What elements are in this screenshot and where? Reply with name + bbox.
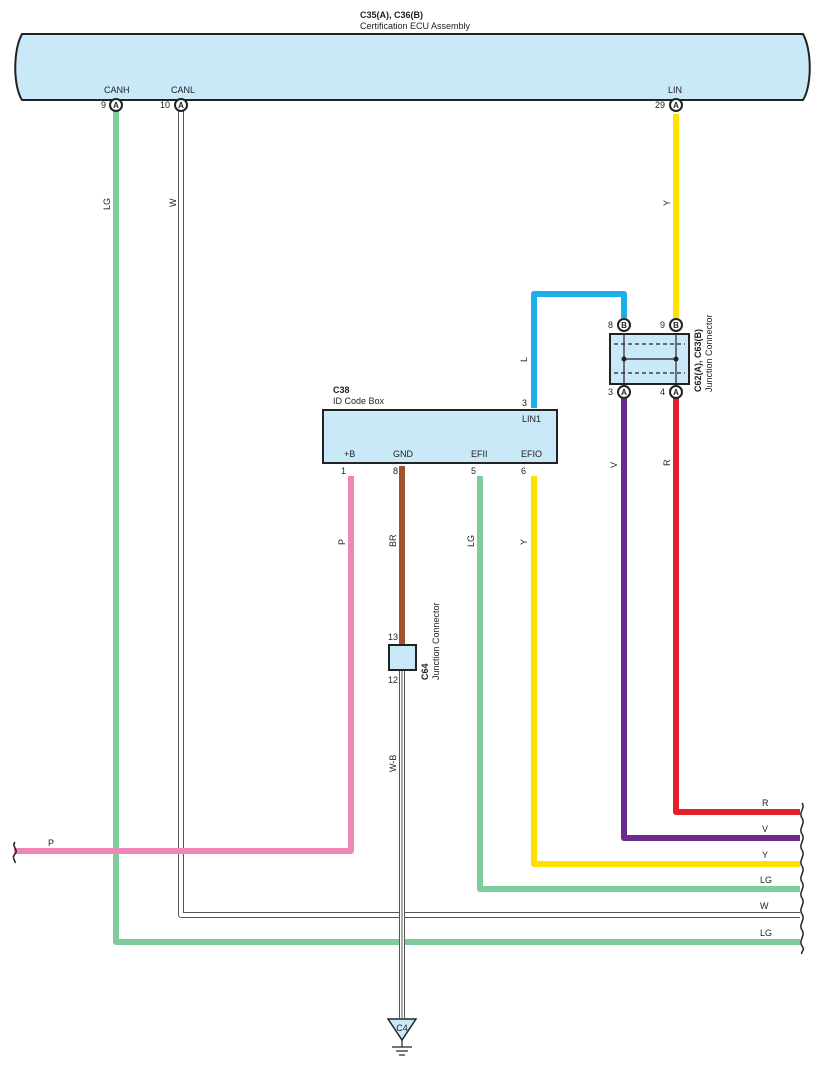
svg-text:9: 9 [101, 100, 106, 110]
ecu-body [14, 33, 811, 101]
label-efio: Y [519, 539, 529, 545]
junction-connector-c62-c63: B 8 B 9 A 3 A 4 C62(A), C63(B) Junction … [608, 314, 714, 399]
ecu-assembly: C35(A), C36(B) Certification ECU Assembl… [14, 10, 811, 101]
label-exit-r: R [762, 798, 769, 808]
ecu-terminal-lin: LIN [668, 85, 682, 95]
svg-text:A: A [621, 388, 627, 397]
label-exit-y: Y [762, 850, 768, 860]
svg-text:A: A [673, 101, 679, 110]
idbox-lin-pin: 3 [522, 398, 527, 408]
jc62-pin-4: A 4 [660, 385, 683, 399]
idbox-lin-name: LIN1 [522, 414, 541, 424]
jc62-pin-9: B 9 [660, 318, 683, 332]
label-ground: W-B [388, 755, 398, 772]
svg-text:A: A [178, 101, 184, 110]
wire-jc-v [621, 398, 800, 841]
idbox-pin-8: 8 [393, 466, 398, 476]
label-canh: LG [102, 198, 112, 210]
label-efii: LG [466, 535, 476, 547]
idbox-pin-5: 5 [471, 466, 476, 476]
idbox-terminal-plusb: +B [344, 449, 355, 459]
label-lin: Y [662, 200, 672, 206]
id-code-box-body [322, 409, 558, 464]
ecu-terminal-canl: CANL [171, 85, 195, 95]
wire-lin1-l [531, 291, 627, 408]
label-exit-w: W [760, 901, 769, 911]
ecu-pins: A 9 A 10 A 29 [101, 98, 683, 112]
wire-efio-y [531, 476, 800, 867]
pin-lin: A 29 [655, 98, 683, 112]
idbox-terminal-efio: EFIO [521, 449, 542, 459]
label-exit-v: V [762, 824, 768, 834]
svg-text:29: 29 [655, 100, 665, 110]
ecu-code: C35(A), C36(B) [360, 10, 423, 20]
jc64-body [388, 644, 417, 671]
jc64-code: C64 [420, 663, 430, 680]
label-jc-v: V [609, 462, 619, 468]
svg-text:10: 10 [160, 100, 170, 110]
idbox-pin-1: 1 [341, 466, 346, 476]
wire-jc-r [673, 398, 800, 815]
wire-canl-w-outline [178, 104, 800, 918]
jc64-pin-in: 13 [388, 632, 398, 642]
ground-c4: C4 [386, 1018, 418, 1056]
label-jc-r: R [662, 459, 672, 466]
id-code-box: C38 ID Code Box 3 LIN1 +B GND EFII EFIO … [322, 385, 558, 476]
wire-efii-lg [477, 476, 800, 892]
idbox-terminal-efii: EFII [471, 449, 488, 459]
jc62-name: Junction Connector [704, 314, 714, 392]
wires [14, 104, 800, 1018]
svg-text:B: B [673, 321, 679, 330]
ecu-terminal-canh: CANH [104, 85, 130, 95]
jc62-pin-8: B 8 [608, 318, 631, 332]
break-right [800, 802, 805, 955]
label-exit-lg1: LG [760, 875, 772, 885]
idbox-pin-6: 6 [521, 466, 526, 476]
label-plusb: P [337, 539, 347, 545]
jc64-name: Junction Connector [431, 602, 441, 680]
wire-labels: LG W Y L V R P BR LG Y W-B P R V Y LG W … [48, 198, 772, 938]
svg-text:A: A [673, 388, 679, 397]
jc62-code: C62(A), C63(B) [693, 329, 703, 392]
label-left-p: P [48, 838, 54, 848]
label-canl: W [168, 198, 178, 207]
pin-canl: A 10 [160, 98, 188, 112]
ground-triangle [386, 1018, 418, 1042]
label-gnd: BR [388, 534, 398, 547]
continuation-breaks [12, 802, 805, 955]
svg-text:4: 4 [660, 387, 665, 397]
svg-text:9: 9 [660, 320, 665, 330]
label-exit-lg2: LG [760, 928, 772, 938]
jc64-pin-out: 12 [388, 675, 398, 685]
wire-canh-lg [113, 104, 800, 945]
pin-canh: A 9 [101, 98, 123, 112]
wire-canl-w [179, 104, 800, 917]
label-lin1: L [519, 357, 529, 362]
idbox-name: ID Code Box [333, 396, 385, 406]
svg-text:B: B [621, 321, 627, 330]
svg-text:3: 3 [608, 387, 613, 397]
break-left [12, 841, 17, 864]
idbox-code: C38 [333, 385, 350, 395]
junction-connector-c64: 13 12 C64 Junction Connector [388, 602, 441, 685]
idbox-terminal-gnd: GND [393, 449, 414, 459]
svg-text:A: A [113, 101, 119, 110]
svg-text:8: 8 [608, 320, 613, 330]
jc62-pin-3: A 3 [608, 385, 631, 399]
ground-code: C4 [396, 1023, 408, 1033]
ecu-name: Certification ECU Assembly [360, 21, 471, 31]
wire-plusb-p [14, 476, 354, 854]
